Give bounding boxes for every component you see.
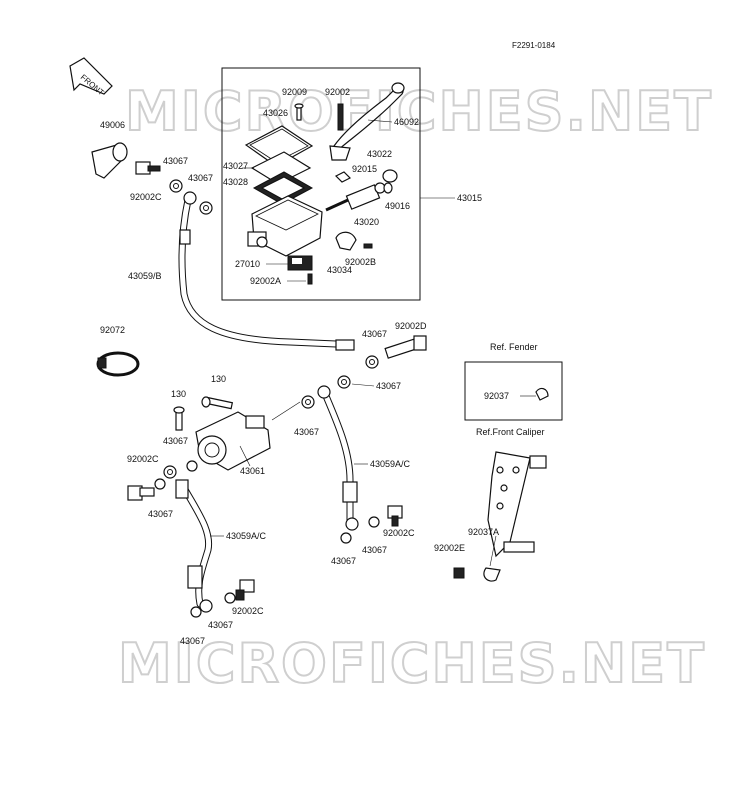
brake-switch-icon	[287, 255, 313, 271]
diaphragm-icon	[252, 171, 314, 205]
nut-icon	[334, 171, 352, 183]
label-92015: 92015	[352, 164, 377, 174]
label-92002c-c: 92002C	[383, 528, 415, 538]
label-92002c-a: 92002C	[130, 192, 162, 202]
banjo-bolt-icon	[384, 335, 427, 359]
ref-fender-box	[464, 361, 563, 421]
label-43067-f: 43067	[294, 427, 319, 437]
washer-icon	[186, 460, 198, 472]
label-130-a: 130	[171, 389, 186, 399]
switch-screw-icon	[307, 273, 313, 285]
label-27010: 27010	[235, 259, 260, 269]
label-43059ac-a: 43059A/C	[370, 459, 411, 469]
label-43067-j: 43067	[208, 620, 233, 630]
clamp-icon	[335, 231, 357, 251]
bolt-icon	[201, 396, 234, 410]
label-43059b: 43059/B	[128, 271, 162, 281]
label-92002c-b: 92002C	[127, 454, 159, 464]
label-43015: 43015	[457, 193, 482, 203]
label-92002c-d: 92002C	[232, 606, 264, 616]
label-43026: 43026	[263, 108, 288, 118]
washer-icon	[154, 478, 166, 490]
cap-screw-icon	[294, 103, 304, 121]
hose-guide-icon	[535, 387, 549, 401]
banjo-bolt-icon	[135, 161, 161, 175]
watermark-bottom: MICROFICHES.NET	[118, 632, 706, 695]
label-92037a: 92037A	[468, 527, 499, 537]
master-cylinder-group-box	[221, 67, 421, 301]
label-49006: 49006	[100, 120, 125, 130]
label-43027: 43027	[223, 161, 248, 171]
banjo-bolt-icon	[387, 505, 403, 527]
label-92037: 92037	[484, 391, 509, 401]
banjo-bolt-icon	[235, 579, 255, 601]
seal-icon	[383, 182, 393, 194]
label-43022: 43022	[367, 149, 392, 159]
label-92009: 92009	[282, 87, 307, 97]
brake-lever-icon	[329, 82, 405, 161]
reservoir-cap-icon	[244, 125, 314, 167]
brake-joint-icon	[195, 411, 271, 471]
washer-icon	[340, 532, 352, 544]
washer-icon	[190, 606, 202, 618]
label-43067-g: 43067	[148, 509, 173, 519]
bolt-icon	[173, 406, 185, 431]
label-43028: 43028	[223, 177, 248, 187]
label-43067-d: 43067	[376, 381, 401, 391]
label-43067-b: 43067	[188, 173, 213, 183]
label-43067-i: 43067	[331, 556, 356, 566]
label-92002b: 92002B	[345, 257, 376, 267]
washer-icon	[224, 592, 236, 604]
label-43067-c: 43067	[362, 329, 387, 339]
hose-clamp-icon	[96, 351, 140, 377]
label-92002e: 92002E	[434, 543, 465, 553]
figure-code: F2291-0184	[512, 41, 556, 50]
washer-icon	[368, 516, 380, 528]
label-43067-k: 43067	[180, 636, 205, 646]
label-43059ac-b: 43059A/C	[226, 531, 267, 541]
master-cylinder-body-icon	[247, 195, 323, 257]
label-43067-a: 43067	[163, 156, 188, 166]
label-92002: 92002	[325, 87, 350, 97]
hose-guide-icon	[483, 567, 501, 582]
label-46092: 46092	[394, 117, 419, 127]
boot-icon	[382, 169, 398, 183]
label-43034: 43034	[327, 265, 352, 275]
piston-assembly-icon	[325, 182, 386, 212]
front-arrow-icon: FRONT	[69, 57, 113, 97]
bolt-icon	[453, 567, 465, 579]
pivot-bolt-icon	[337, 103, 344, 131]
label-92002a: 92002A	[250, 276, 281, 286]
label-43067-e: 43067	[163, 436, 188, 446]
plate-icon	[250, 151, 312, 185]
label-92002d: 92002D	[395, 321, 427, 331]
label-43067-h: 43067	[362, 545, 387, 555]
clamp-screw-icon	[363, 243, 373, 249]
right-lower-brake-hose	[317, 385, 359, 531]
label-130-b: 130	[211, 374, 226, 384]
watermark-top: MICROFICHES.NET	[125, 80, 713, 143]
label-49016: 49016	[385, 201, 410, 211]
upper-brake-hose	[178, 191, 355, 351]
label-43061: 43061	[240, 466, 265, 476]
hose-boot-icon	[91, 142, 128, 179]
ref-fender-label: Ref. Fender	[490, 342, 538, 352]
left-lower-brake-hose	[175, 479, 213, 613]
ref-caliper-label: Ref.Front Caliper	[476, 427, 545, 437]
label-92072: 92072	[100, 325, 125, 335]
caliper-bracket-icon	[487, 451, 547, 558]
banjo-bolt-icon	[127, 485, 155, 501]
label-43020: 43020	[354, 217, 379, 227]
